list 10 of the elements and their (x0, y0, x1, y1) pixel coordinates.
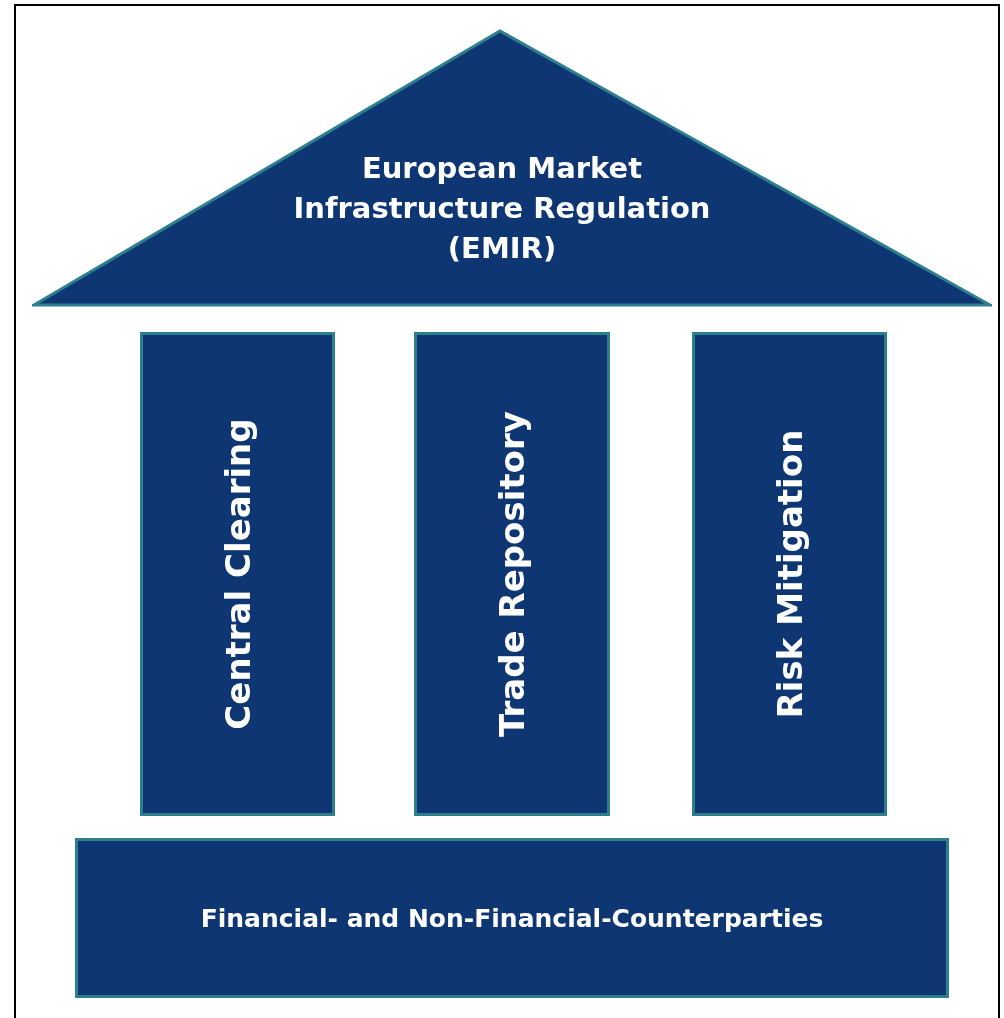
label-text: Central Clearing (217, 418, 258, 730)
label-text: Trade Repository (492, 411, 532, 737)
roof-triangle (32, 28, 992, 308)
foundation-box (75, 838, 949, 998)
pillar-box (140, 332, 335, 816)
pillar-box (414, 332, 610, 816)
label-text: Financial- and Non-Financial-Counterparties (199, 903, 825, 933)
label-text: Risk Mitigation (769, 429, 810, 719)
pillar-box (692, 332, 887, 816)
label-text: European Market Infrastructure Regulation (EMIR) (292, 150, 712, 267)
